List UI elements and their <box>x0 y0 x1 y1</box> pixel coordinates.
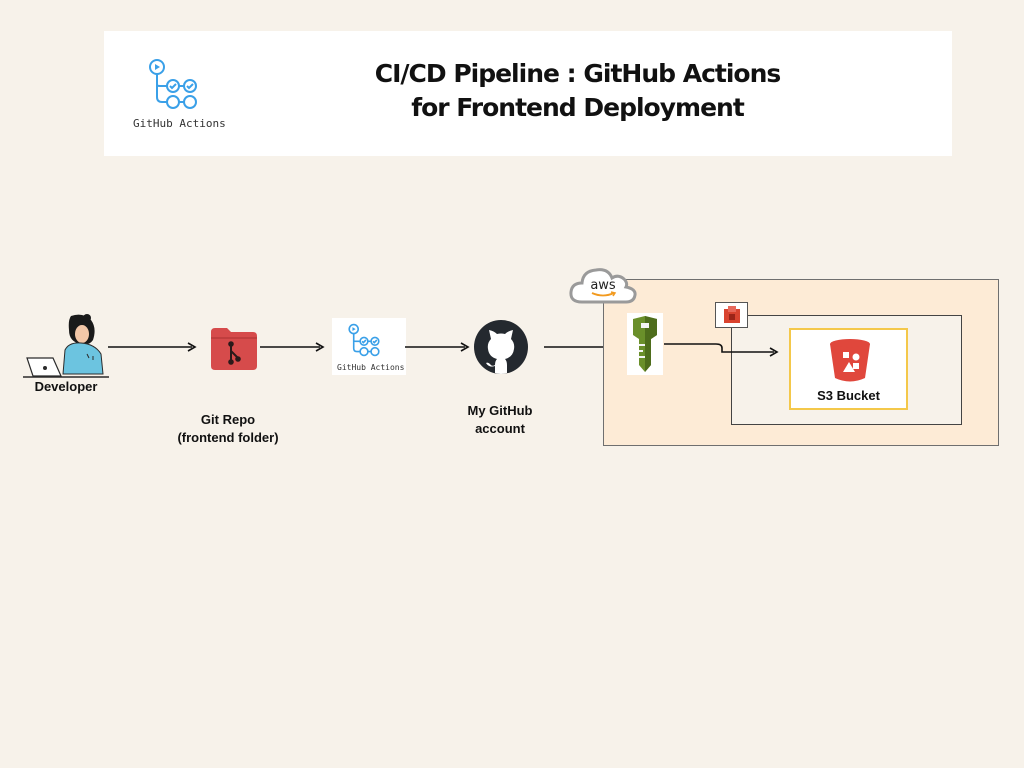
developer-label: Developer <box>34 379 98 394</box>
github-actions-node: GitHub Actions <box>332 318 406 375</box>
logo-caption: GitHub Actions <box>133 117 226 130</box>
aws-cloud-label: aws <box>590 278 616 293</box>
github-actions-logo-icon <box>149 59 197 109</box>
github-actions-caption: GitHub Actions <box>337 363 405 372</box>
github-account-label-line1: My GitHub <box>467 403 533 418</box>
github-octocat-icon <box>474 320 528 374</box>
aws-service-badge-icon <box>724 306 740 323</box>
git-repo-label: Git Repo (frontend folder) <box>160 411 296 447</box>
arrow-actions-to-github <box>405 342 470 352</box>
title-line-2: for Frontend Deployment <box>411 93 745 122</box>
page-title: CI/CD Pipeline : GitHub Actions for Fron… <box>310 57 845 125</box>
developer-laptop-icon <box>23 314 109 378</box>
arrow-developer-to-repo <box>108 342 197 352</box>
arrow-iam-to-s3 <box>664 343 779 357</box>
title-line-1: CI/CD Pipeline : GitHub Actions <box>374 59 782 88</box>
s3-bucket-node: S3 Bucket <box>789 328 908 410</box>
header-banner <box>104 31 952 156</box>
github-actions-icon <box>348 323 380 357</box>
aws-service-badge <box>715 302 748 328</box>
git-repo-label-line1: Git Repo <box>200 412 256 427</box>
aws-iam-node <box>627 313 663 375</box>
aws-cloud-icon: aws <box>569 268 637 304</box>
git-repo-label-line2: (frontend folder) <box>177 430 279 445</box>
github-account-label-line2: account <box>475 421 525 436</box>
s3-bucket-icon <box>830 339 870 382</box>
aws-iam-key-icon <box>633 316 657 372</box>
arrow-repo-to-actions <box>260 342 325 352</box>
s3-bucket-label: S3 Bucket <box>817 388 880 403</box>
folder-git-icon <box>211 328 257 370</box>
github-account-label: My GitHub account <box>440 402 560 438</box>
